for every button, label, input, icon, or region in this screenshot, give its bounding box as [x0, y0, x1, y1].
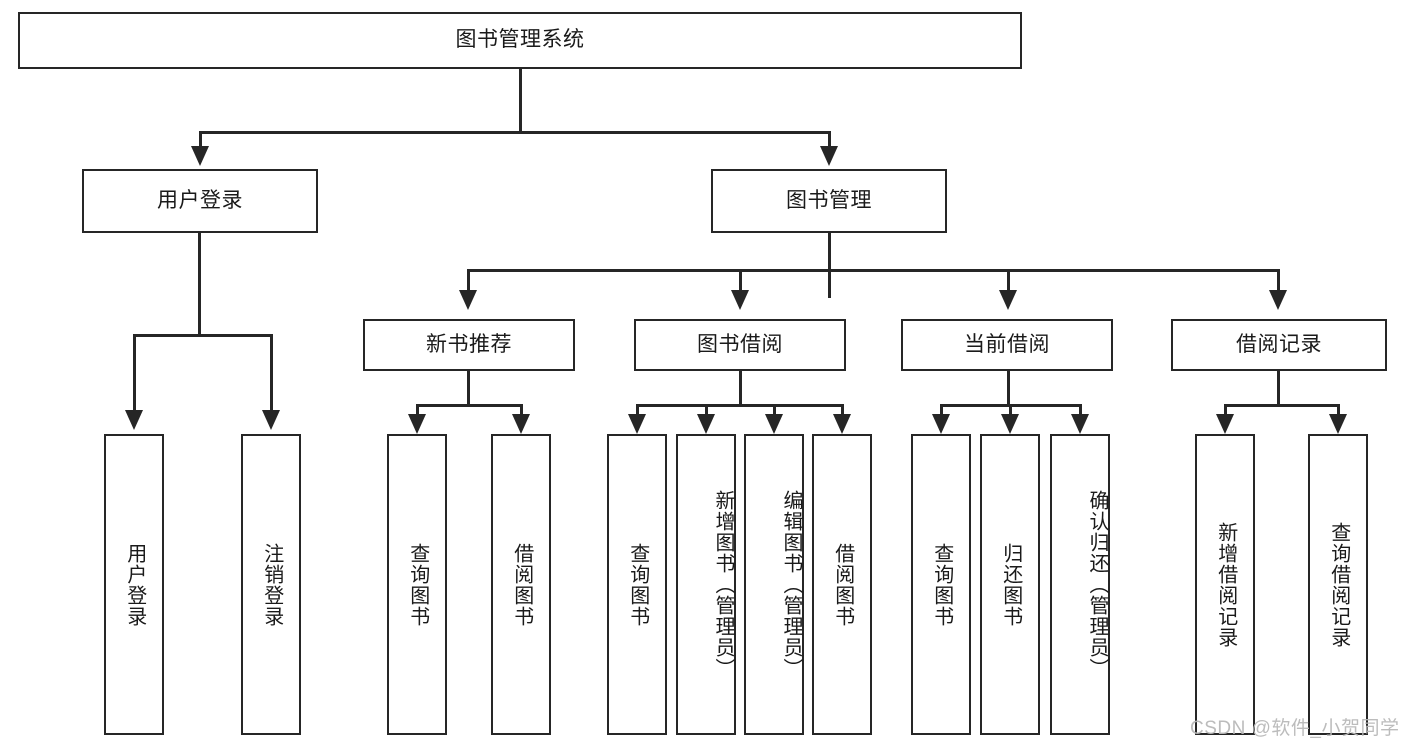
arrowhead-icon	[459, 290, 477, 310]
node-label: 用户登录	[157, 188, 243, 212]
node-label: 查询图书	[930, 542, 953, 627]
node-label: 图书借阅	[697, 332, 783, 356]
arrowhead-icon	[833, 414, 851, 434]
node-label: 确认归还（管理员）	[1086, 490, 1108, 679]
node-label: 归还图书	[999, 542, 1022, 627]
edge-user-login-bus	[133, 334, 273, 337]
node-label: 当前借阅	[964, 332, 1050, 356]
node-book-management[interactable]: 图书管理	[711, 169, 947, 233]
arrowhead-icon	[932, 414, 950, 434]
edge-cb-drop-2	[1009, 404, 1012, 418]
arrowhead-icon	[999, 290, 1017, 310]
node-label: 图书管理	[786, 188, 872, 212]
arrowhead-icon	[1269, 290, 1287, 310]
arrowhead-icon	[262, 410, 280, 430]
arrowhead-icon	[1001, 414, 1019, 434]
leaf-edit-book-admin[interactable]: 编辑图书（管理员）	[744, 434, 804, 735]
edge-br-bus	[1224, 404, 1340, 407]
leaf-borrow-book-nbr[interactable]: 借阅图书	[491, 434, 551, 735]
edge-root-to-user-login	[199, 131, 202, 151]
node-book-borrow[interactable]: 图书借阅	[634, 319, 846, 371]
node-borrow-record[interactable]: 借阅记录	[1171, 319, 1387, 371]
edge-user-login-stem	[198, 233, 201, 336]
edge-bm-drop-1	[467, 269, 470, 294]
edge-user-login-drop-1	[133, 334, 136, 414]
leaf-borrow-book-bb[interactable]: 借阅图书	[812, 434, 872, 735]
leaf-logout-login[interactable]: 注销登录	[241, 434, 301, 735]
node-label: 编辑图书（管理员）	[780, 490, 802, 679]
node-label: 查询图书	[406, 542, 429, 627]
edge-br-drop-2	[1337, 404, 1340, 418]
leaf-return-book[interactable]: 归还图书	[980, 434, 1040, 735]
edge-br-stem	[1277, 371, 1280, 406]
arrowhead-icon	[628, 414, 646, 434]
node-user-login[interactable]: 用户登录	[82, 169, 318, 233]
node-label: 查询图书	[626, 542, 649, 627]
edge-nbr-stem	[467, 371, 470, 406]
edge-bb-drop-4	[841, 404, 844, 418]
node-label: 查询借阅记录	[1327, 521, 1350, 648]
arrowhead-icon	[408, 414, 426, 434]
edge-nbr-bus	[416, 404, 523, 407]
edge-nbr-drop-2	[520, 404, 523, 418]
arrowhead-icon	[765, 414, 783, 434]
leaf-query-book-nbr[interactable]: 查询图书	[387, 434, 447, 735]
node-label: 注销登录	[260, 542, 283, 627]
arrowhead-icon	[1071, 414, 1089, 434]
leaf-user-login[interactable]: 用户登录	[104, 434, 164, 735]
edge-book-management-bus	[467, 269, 1279, 272]
arrowhead-icon	[1216, 414, 1234, 434]
node-label: 用户登录	[123, 542, 146, 627]
edge-bb-stem	[739, 371, 742, 406]
arrowhead-icon	[697, 414, 715, 434]
edge-bm-drop-4	[1277, 269, 1280, 294]
leaf-query-book-cb[interactable]: 查询图书	[911, 434, 971, 735]
arrowhead-icon	[125, 410, 143, 430]
node-label: 新书推荐	[426, 332, 512, 356]
edge-bb-drop-2	[705, 404, 708, 418]
arrowhead-icon	[820, 146, 838, 166]
node-label: 新增图书（管理员）	[712, 490, 734, 679]
leaf-query-borrow-record[interactable]: 查询借阅记录	[1308, 434, 1368, 735]
edge-root-to-book-management	[828, 131, 831, 151]
edge-cb-drop-3	[1079, 404, 1082, 418]
leaf-add-borrow-record[interactable]: 新增借阅记录	[1195, 434, 1255, 735]
node-label: 新增借阅记录	[1214, 521, 1237, 648]
node-new-book-recommend[interactable]: 新书推荐	[363, 319, 575, 371]
edge-bb-bus	[636, 404, 844, 407]
node-root-book-management-system[interactable]: 图书管理系统	[18, 12, 1022, 69]
arrowhead-icon	[191, 146, 209, 166]
leaf-confirm-return-admin[interactable]: 确认归还（管理员）	[1050, 434, 1110, 735]
edge-root-bus	[199, 131, 831, 134]
edge-bm-drop-3	[1007, 269, 1010, 294]
arrowhead-icon	[731, 290, 749, 310]
edge-root-stem	[519, 69, 522, 133]
node-label: 图书管理系统	[455, 28, 585, 52]
edge-book-management-stem	[828, 233, 831, 298]
edge-bb-drop-3	[773, 404, 776, 418]
node-label: 借阅记录	[1236, 332, 1322, 356]
edge-user-login-drop-2	[270, 334, 273, 414]
node-label: 借阅图书	[831, 542, 854, 627]
edge-nbr-drop-1	[416, 404, 419, 418]
edge-bb-drop-1	[636, 404, 639, 418]
arrowhead-icon	[512, 414, 530, 434]
edge-cb-drop-1	[940, 404, 943, 418]
edge-cb-stem	[1007, 371, 1010, 406]
leaf-add-book-admin[interactable]: 新增图书（管理员）	[676, 434, 736, 735]
csdn-watermark: CSDN @软件_小贺同学	[1190, 718, 1400, 739]
node-label: 借阅图书	[510, 542, 533, 627]
node-current-borrow[interactable]: 当前借阅	[901, 319, 1113, 371]
edge-br-drop-1	[1224, 404, 1227, 418]
arrowhead-icon	[1329, 414, 1347, 434]
edge-bm-drop-2	[739, 269, 742, 294]
leaf-query-book-bb[interactable]: 查询图书	[607, 434, 667, 735]
